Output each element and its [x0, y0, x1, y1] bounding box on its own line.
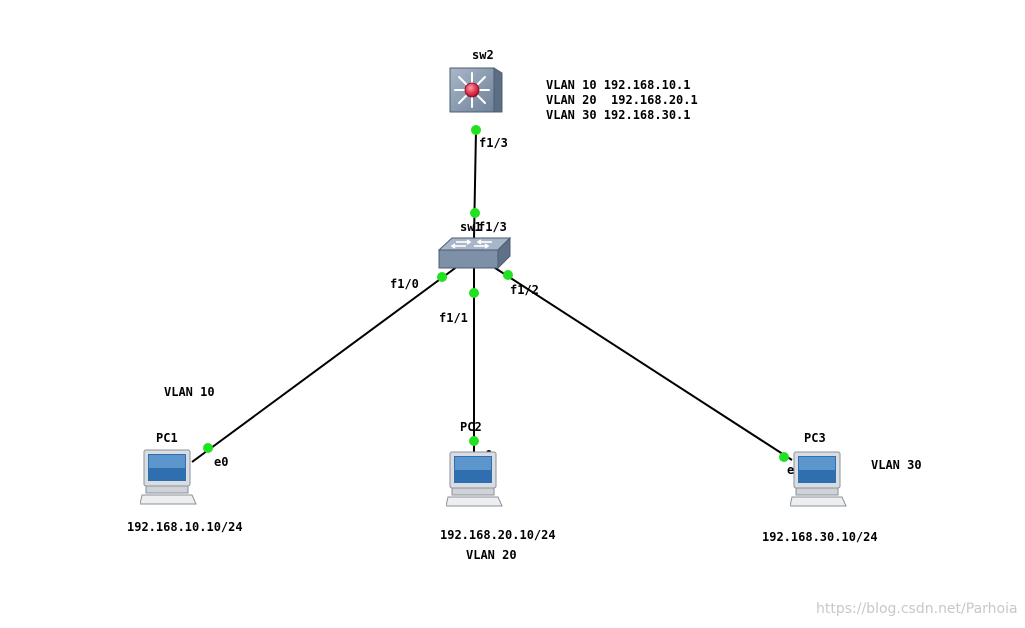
multilayer-switch-icon — [449, 67, 503, 113]
vlan-label-pc1: VLAN 10 — [164, 385, 215, 399]
node-pc1[interactable] — [139, 449, 198, 507]
port-label-sw1-f1-1: f1/1 — [439, 311, 468, 325]
port-label-sw1-f1-3: f1/3 — [478, 220, 507, 234]
vlan-label-pc2: VLAN 20 — [466, 548, 517, 562]
link-sw1-pc3 — [491, 265, 793, 461]
vlan-gateway-line-3: VLAN 30 192.168.30.1 — [546, 108, 691, 122]
link-sw1-pc1 — [191, 265, 459, 463]
ip-label-pc1: 192.168.10.10/24 — [127, 520, 243, 534]
ip-label-pc2: 192.168.20.10/24 — [440, 528, 556, 542]
ethernet-switch-icon — [437, 236, 512, 270]
node-label-pc1: PC1 — [156, 431, 178, 445]
watermark: https://blog.csdn.net/Parhoia — [816, 601, 1018, 617]
port-label-sw1-f1-2: f1/2 — [510, 283, 539, 297]
port-label-pc1-e0: e0 — [214, 455, 229, 469]
port-dot-pc1-e0 — [203, 443, 213, 453]
node-sw1[interactable] — [437, 236, 512, 270]
vlan-label-pc3: VLAN 30 — [871, 458, 922, 472]
port-dot-pc2-e0 — [469, 436, 479, 446]
pc-icon — [789, 451, 847, 507]
pc-icon — [139, 449, 197, 505]
port-dot-sw1-f1-3 — [470, 208, 480, 218]
node-label-pc3: PC3 — [804, 431, 826, 445]
ip-label-pc3: 192.168.30.10/24 — [762, 530, 878, 544]
vlan-gateway-line-2: VLAN 20 192.168.20.1 — [546, 93, 698, 107]
port-label-sw2-f1-3: f1/3 — [479, 136, 508, 150]
port-dot-sw1-f1-1 — [469, 288, 479, 298]
port-dot-sw2-f1-3 — [471, 125, 481, 135]
vlan-gateway-line-1: VLAN 10 192.168.10.1 — [546, 78, 691, 92]
port-dot-sw1-f1-0 — [437, 272, 447, 282]
port-dot-pc3-e0 — [779, 452, 789, 462]
node-label-pc2: PC2 — [460, 420, 482, 434]
node-label-sw2: sw2 — [472, 48, 494, 62]
port-dot-sw1-f1-2 — [503, 270, 513, 280]
node-label-sw1: sw1 — [460, 220, 482, 234]
node-sw2[interactable] — [449, 67, 503, 113]
pc-icon — [445, 451, 503, 507]
link-sw2-sw1 — [473, 129, 477, 239]
node-pc2[interactable] — [445, 451, 504, 509]
node-pc3[interactable] — [789, 451, 848, 509]
port-label-sw1-f1-0: f1/0 — [390, 277, 419, 291]
